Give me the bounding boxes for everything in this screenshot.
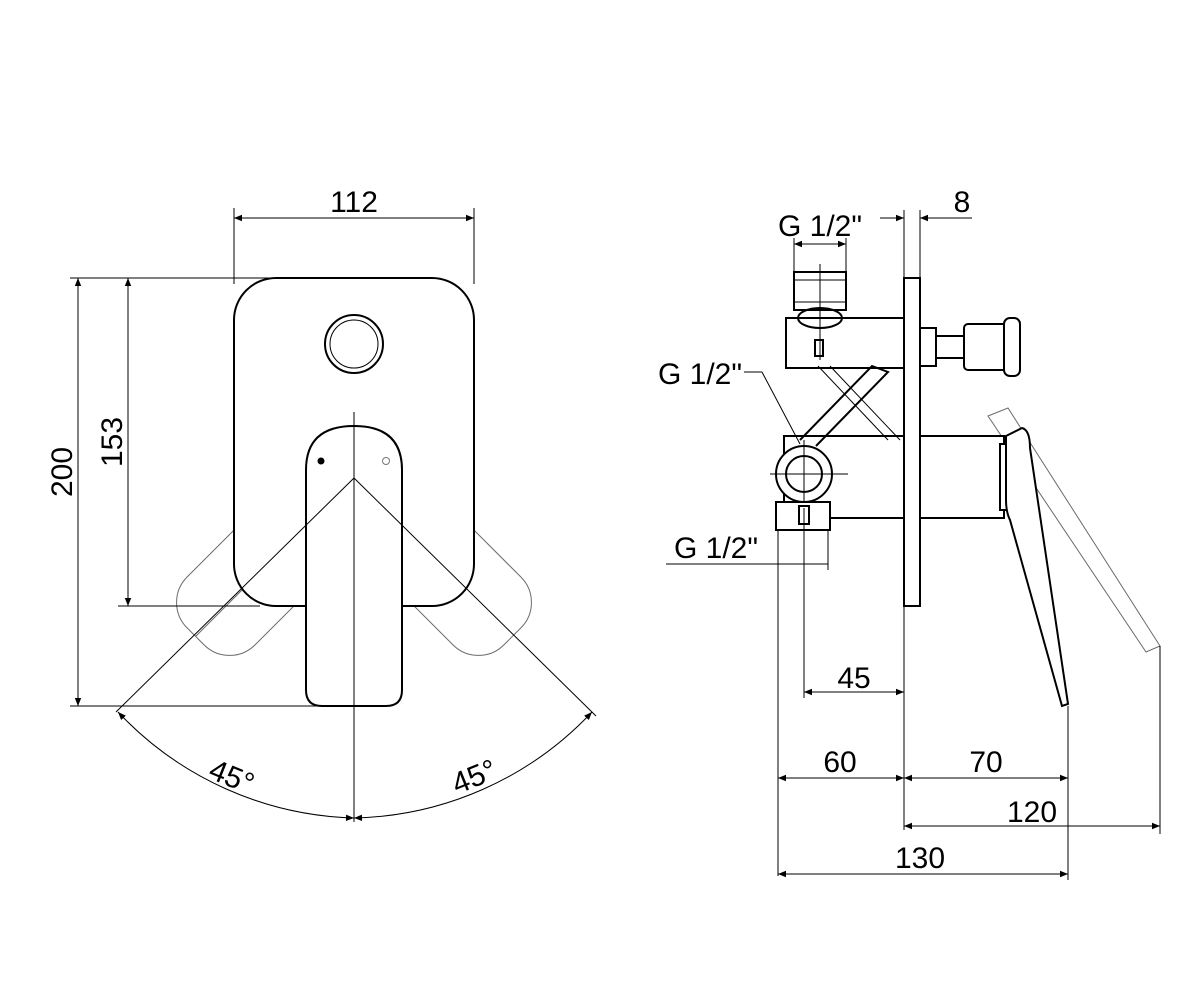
diverter-stem [919, 317, 1021, 377]
wall-plate [903, 277, 921, 607]
dimension-body-depth: 60 [778, 746, 904, 782]
side-view: G 1/2" G 1/2" G 1/2" 8 45 [658, 186, 1161, 880]
top-thread-connector [793, 264, 847, 360]
thread-top-label: G 1/2" [778, 210, 862, 243]
dimension-overall-depth: 130 [778, 842, 1068, 878]
dimension-thread-bottom: G 1/2" [666, 530, 829, 876]
dimension-outlet-depth: 45 [803, 508, 904, 698]
lever-rotated-label: 120 [1007, 796, 1057, 829]
cold-indicator-icon [382, 457, 390, 465]
angle-left-label: 45° [204, 753, 258, 801]
dimension-total-height: 200 [46, 277, 330, 707]
lever-projection-label: 70 [969, 746, 1002, 779]
angle-right-label: 45° [447, 753, 501, 801]
dimension-thread-top: G 1/2" [778, 210, 862, 272]
dimension-total-height-label: 200 [46, 447, 79, 497]
angle-dimension-left: 45° [117, 711, 355, 821]
thread-bottom-label: G 1/2" [674, 532, 758, 565]
diverter-knob [324, 314, 384, 374]
body-depth-label: 60 [823, 746, 856, 779]
dimension-lever-projection: 70 [904, 706, 1069, 880]
thread-middle-label: G 1/2" [658, 358, 742, 391]
plate-thickness-label: 8 [954, 186, 971, 219]
thread-middle-leader: G 1/2" [658, 358, 801, 445]
bottom-outlet-ring [770, 440, 848, 531]
dimension-plate-height: 153 [96, 277, 270, 607]
dimension-width-label: 112 [330, 186, 378, 219]
crossing-pipes [799, 364, 901, 447]
dimension-plate-height-label: 153 [96, 417, 129, 467]
overall-depth-label: 130 [895, 842, 945, 875]
front-view: 112 153 200 45° 45° [46, 186, 597, 822]
hot-indicator-icon [317, 457, 325, 465]
angle-dimension-right: 45° [353, 711, 593, 822]
outlet-depth-label: 45 [837, 662, 870, 695]
dimension-width: 112 [233, 186, 475, 284]
side-lever [919, 426, 1070, 708]
dimension-lever-rotated: 120 [904, 646, 1161, 834]
dimension-plate-thickness: 8 [880, 186, 972, 830]
